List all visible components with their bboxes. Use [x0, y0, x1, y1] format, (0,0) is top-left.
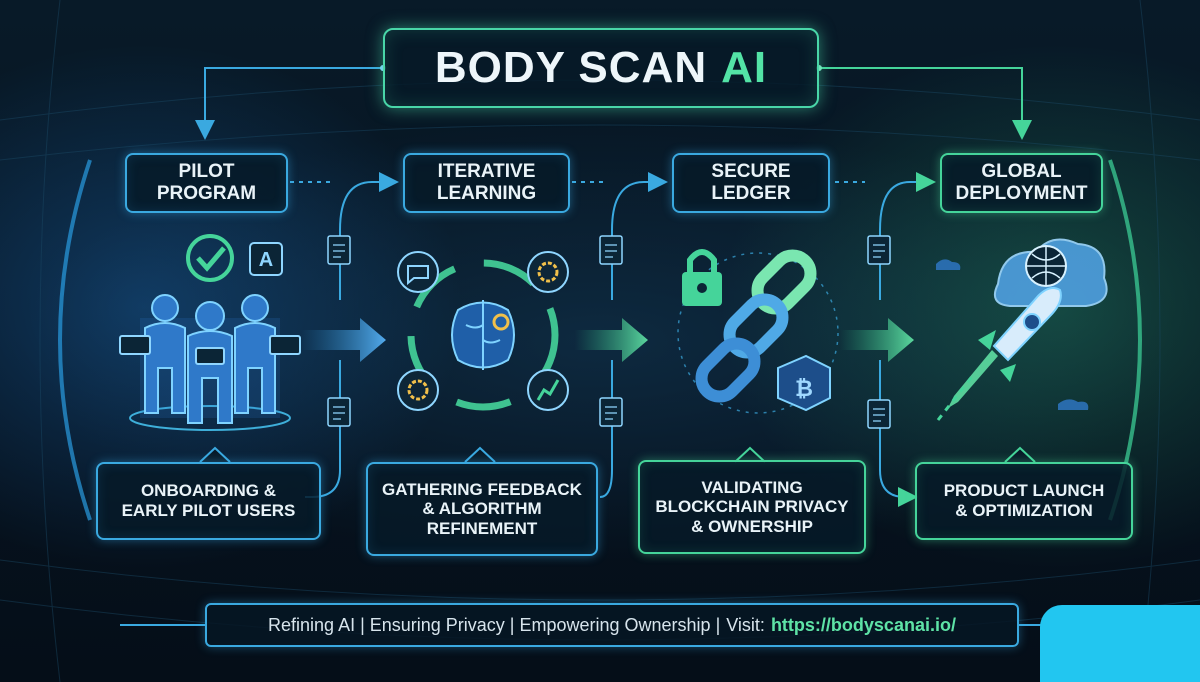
caption-onboarding: ONBOARDING & EARLY PILOT USERS: [96, 462, 321, 540]
learning-cycle-illustration: [397, 251, 569, 411]
footer-banner: Refining AI | Ensuring Privacy | Empower…: [205, 603, 1019, 647]
rocket-deployment-illustration: [936, 238, 1108, 421]
corner-blue-shape: [1040, 605, 1200, 682]
stage-title-pilot-program: PILOT PROGRAM: [125, 153, 288, 213]
caption-product-launch: PRODUCT LAUNCH & OPTIMIZATION: [915, 462, 1133, 540]
footer-url-link[interactable]: https://bodyscanai.io/: [770, 614, 956, 635]
title-main-text: BODY SCAN: [434, 42, 708, 92]
stage-title-global-deployment: GLOBAL DEPLOYMENT: [940, 153, 1103, 213]
main-title: BODY SCAN AI: [383, 28, 819, 108]
footer-tagline: Refining AI | Ensuring Privacy | Empower…: [268, 614, 721, 635]
footer-visit-label: Visit:: [726, 614, 765, 635]
pilot-users-illustration: A: [119, 234, 301, 431]
stage-title-secure-ledger: SECURE LEDGER: [672, 153, 830, 213]
svg-text:₿: ₿: [795, 377, 813, 402]
caption-validating-blockchain: VALIDATING BLOCKCHAIN PRIVACY & OWNERSHI…: [638, 460, 866, 554]
stage-title-iterative-learning: ITERATIVE LEARNING: [403, 153, 570, 213]
caption-gathering-feedback: GATHERING FEEDBACK & ALGORITHM REFINEMEN…: [366, 462, 598, 556]
title-accent-text: AI: [721, 42, 768, 92]
svg-text:A: A: [259, 249, 273, 271]
secure-ledger-illustration: ₿: [677, 249, 839, 414]
